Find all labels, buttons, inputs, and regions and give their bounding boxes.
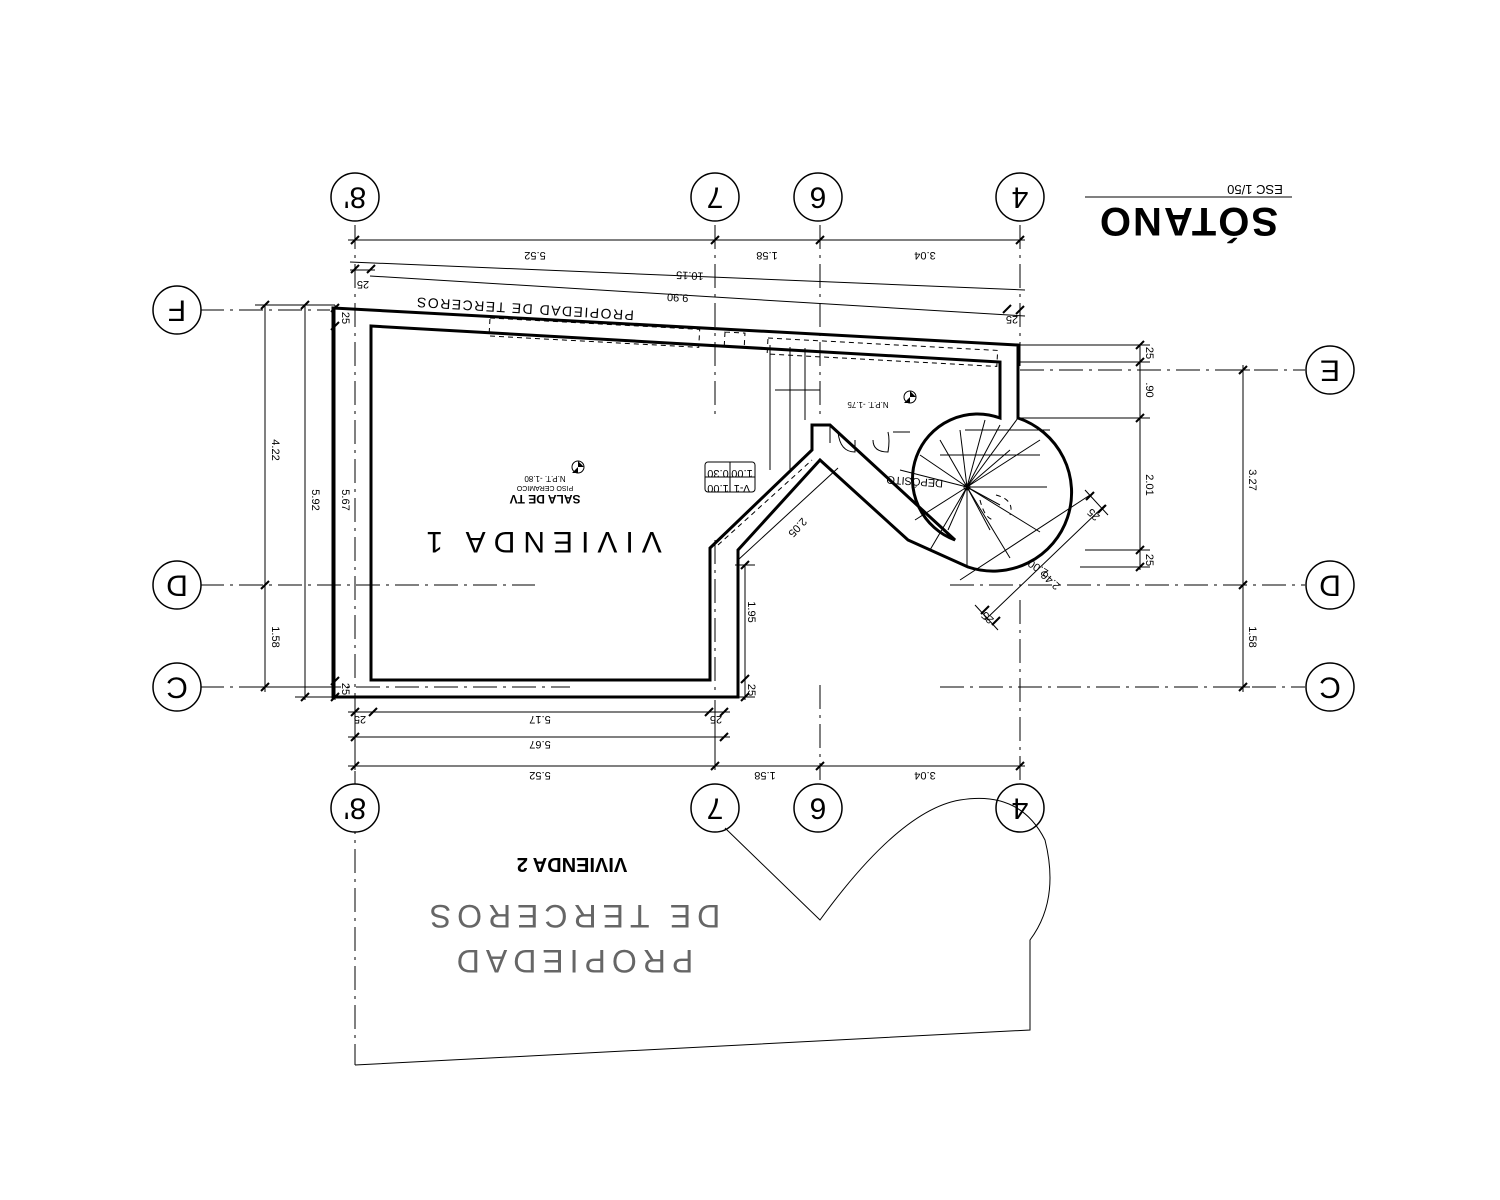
grid-bubble-top-4: 4 [995,172,1045,222]
dim-label: 1.58 [754,769,775,781]
grid-bubble-bottom-7: 7 [690,783,740,833]
dim-label: 5.67 [339,489,351,510]
window-tag-width: 1.00 [707,482,728,494]
dim-label: .90 [1143,382,1155,397]
grid-label: C [1319,671,1341,704]
grid-label: 8' [344,792,366,825]
grid-bubble-right-C: C [1305,662,1355,712]
dim-label: 5.52 [529,769,550,781]
grid-label: D [1319,569,1341,602]
window-tag: V-1 1.00 1.00 0.30 [704,461,756,494]
dim-label: 1.58 [1246,626,1258,647]
unit2-label: VIVIENDA 2 [517,853,627,875]
spiral-stair [899,417,1050,567]
level-main: N.P.T. -1.80 [524,474,566,483]
grid-bubble-bottom-6: 6 [793,783,843,833]
grid-label: 8' [344,181,366,214]
grid-bubble-left-F: F [152,285,202,335]
level-marker-deposit [903,390,917,404]
dim-label: 2.01 [1143,474,1155,495]
dim-label: 2.05 [786,515,809,539]
unit-label: VIVIENDA 1 [418,525,661,558]
neighbor-lot-outline [354,797,1051,1066]
neighbor-label-line2: DE TERCEROS [424,898,721,934]
dim-label: 25 [1006,313,1018,325]
dim-label: 5.67 [529,738,550,750]
details: V-1 1.00 1.00 0.30 [488,317,1050,567]
dim-label: 10.15 [676,268,704,281]
grid-label: 7 [707,792,724,825]
dim-label: 4.22 [269,439,281,460]
room-name: SALA DE TV [510,492,581,506]
dim-label: 25 [354,713,366,725]
dim-label: 25 [339,312,351,324]
dim-label: 5.52 [524,249,545,261]
window-tag-height: 1.00 [731,467,752,479]
grid-axes [200,225,1305,1065]
grid-bubble-left-C: C [152,662,202,712]
dim-label: 25 [1143,554,1155,566]
grid-label: 6 [810,792,827,825]
dim-label: 3.04 [914,249,935,261]
grid-bubbles: 8' 7 6 4 8' 7 6 4 F D C E D C [152,172,1355,833]
plan-scale: ESC 1/50 [1227,182,1283,197]
walls [331,306,1074,699]
grid-label: F [168,294,186,327]
dim-label: 1.58 [756,249,777,261]
dim-label: 1.95 [745,601,757,622]
dim-label: 25 [339,683,351,695]
grid-bubble-right-E: E [1305,345,1355,395]
grid-label: E [1320,354,1340,387]
grid-bubble-top-7: 7 [690,172,740,222]
grid-bubble-top-6: 6 [793,172,843,222]
dim-label: 25 [357,278,369,290]
grid-bubble-left-D: D [152,560,202,610]
dim-label: 3.27 [1246,469,1258,490]
grid-bubble-top-8p: 8' [330,172,380,222]
level-deposit: N.P.T. -1.75 [847,400,889,409]
deposit-label: DEPÓSITO [886,473,944,490]
neighbor-label-line1: PROPIEDAD [451,943,693,979]
grid-label: C [166,671,188,704]
grid-label: 6 [810,181,827,214]
room-labels: VIVIENDA 1 SALA DE TV PISO CERAMICO N.P.… [415,294,943,979]
dim-label: 1.58 [269,626,281,647]
dimension-lines [255,235,1250,771]
grid-bubble-bottom-4: 4 [995,783,1045,833]
grid-label: 4 [1012,792,1029,825]
dim-label: 25 [1085,506,1102,523]
dim-label: 3.04 [914,769,935,781]
window-tag-sill: 0.30 [707,467,728,479]
dim-label: 9.90 [667,290,689,303]
grid-label: 7 [707,181,724,214]
floor-finish: PISO CERAMICO [516,484,573,491]
grid-label: D [166,569,188,602]
dim-label: 5.92 [309,489,321,510]
grid-label: 4 [1012,181,1029,214]
grid-bubble-right-D: D [1305,560,1355,610]
level-marker-main [571,460,585,474]
plan-title-block: SÓTANO ESC 1/50 [1085,182,1292,245]
dim-label: 5.17 [529,713,550,725]
grid-bubble-bottom-8p: 8' [330,783,380,833]
dim-label: 25 [710,713,722,725]
dim-label: 25 [745,684,757,696]
plan-title: SÓTANO [1098,199,1278,245]
dim-label: 25 [1143,347,1155,359]
window-tag-type: V-1 [734,482,751,494]
